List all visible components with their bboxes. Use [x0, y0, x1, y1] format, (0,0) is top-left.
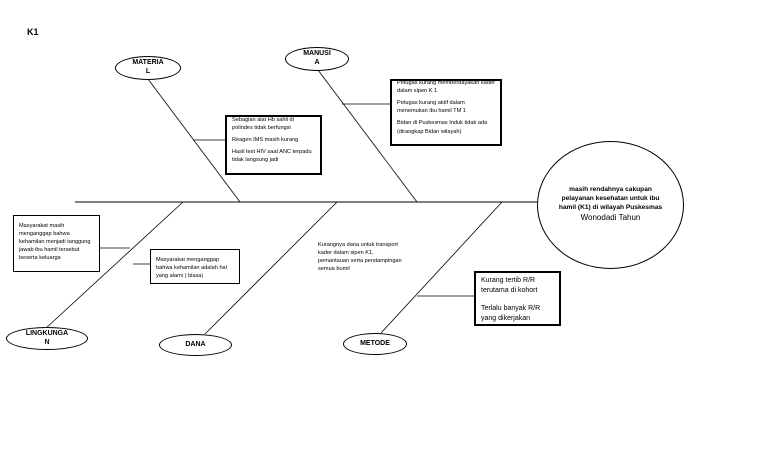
causes-lingkungan-box-2: Masyarakat menganggap bahwa kehamilan ad… — [150, 249, 240, 284]
cause-item: Hasil test HIV saat ANC terpadu tidak la… — [232, 149, 312, 164]
cause-item: Terlalu banyak R/R yang dikerjakan — [481, 305, 541, 323]
cause-item: Sebagian alat Hb sahli di polindes tidak… — [232, 117, 294, 132]
bone-dana — [204, 201, 338, 335]
cause-item: Reagen IMS masih kurang — [232, 137, 299, 144]
problem-statement-year: Wonodadi Tahun — [580, 212, 641, 222]
problem-statement: masih rendahnya cakupan pelayanan keseha… — [537, 141, 684, 269]
bone-material — [147, 78, 241, 203]
bone-manusia — [317, 69, 418, 203]
bone-metode — [380, 201, 503, 334]
causes-dana-box: Kurangnya dana untuk transport kader dal… — [313, 234, 409, 285]
cause-item: Masyarakat menganggap bahwa kehamilan ad… — [156, 257, 227, 280]
cause-item: Petugas kurang aktif dalam menemukan ibu… — [397, 100, 466, 115]
category-metode: METODE — [343, 333, 407, 355]
cause-item: Masyarakat masih menganggap bahwa kehami… — [19, 223, 91, 262]
causes-lingkungan-box-1: Masyarakat masih menganggap bahwa kehami… — [13, 215, 100, 272]
cause-item: Bidan di Puskesmas Induk tidak ada (dira… — [397, 120, 488, 135]
category-manusia-label: MANUSI A — [303, 50, 331, 66]
diagram-title: K1 — [27, 27, 39, 37]
causes-manusia-box: Petugas kurang memberdayakan kader dalam… — [390, 79, 502, 146]
problem-statement-text: masih rendahnya cakupan pelayanan keseha… — [558, 186, 663, 212]
causes-metode-box: Kurang tertib R/R terutama di kohort Ter… — [474, 271, 561, 326]
category-lingkungan: LINGKUNGA N — [6, 327, 88, 350]
category-metode-label: METODE — [360, 339, 390, 347]
causes-material-box: Sebagian alat Hb sahli di polindes tidak… — [225, 115, 322, 175]
category-dana: DANA — [159, 334, 232, 356]
category-lingkungan-label: LINGKUNGA N — [25, 329, 69, 346]
cause-item: Petugas kurang memberdayakan kader dalam… — [397, 80, 495, 95]
category-dana-label: DANA — [185, 340, 206, 348]
category-manusia: MANUSI A — [285, 47, 349, 71]
cause-item: Kurangnya dana untuk transport kader dal… — [318, 242, 402, 273]
category-material: MATERIA L — [115, 56, 181, 80]
category-material-label: MATERIA L — [132, 59, 164, 75]
cause-item: Kurang tertib R/R terutama di kohort — [481, 277, 538, 295]
bone-lingkungan — [44, 201, 184, 330]
